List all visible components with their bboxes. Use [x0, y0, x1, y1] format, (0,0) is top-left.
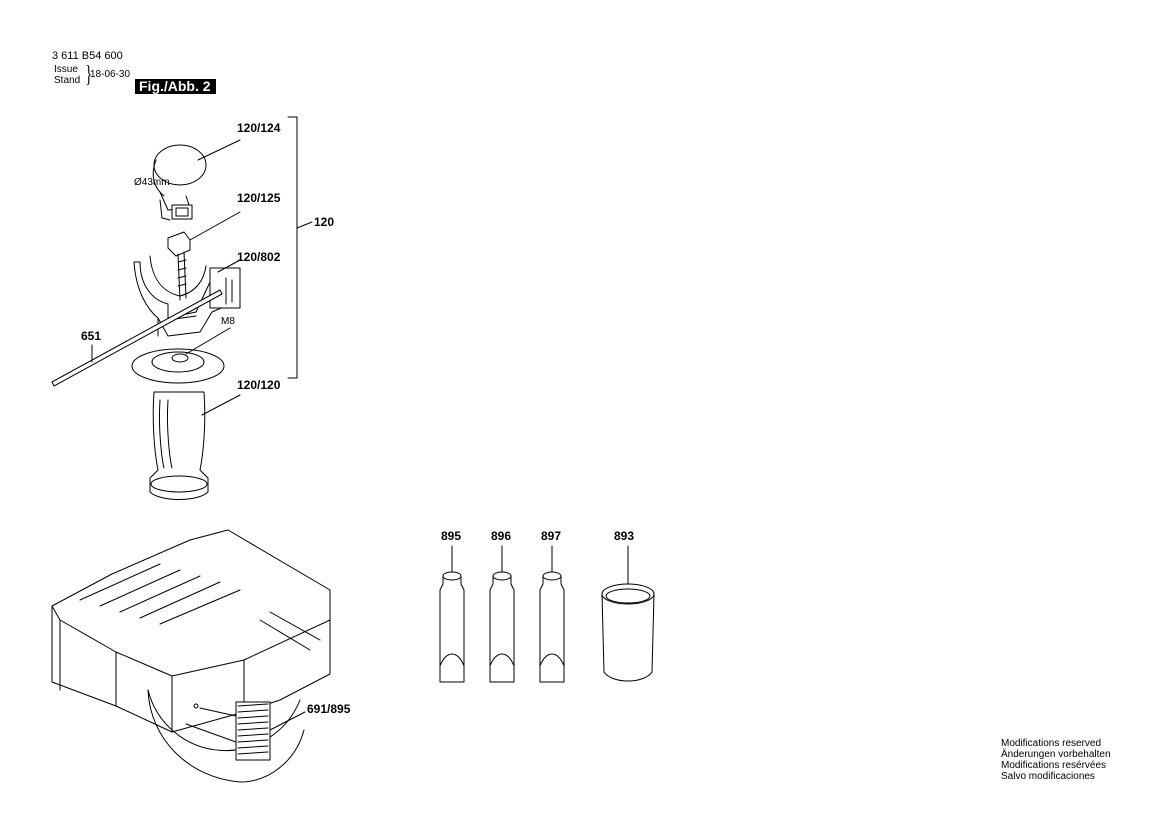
grip-part — [149, 391, 241, 500]
modifications-notice: Modifications reserved Änderungen vorbeh… — [1001, 738, 1111, 782]
depth-rod-part — [51, 289, 223, 387]
callout-896: 896 — [491, 529, 511, 543]
callout-120: 120 — [314, 215, 334, 229]
callout-m8: M8 — [221, 316, 235, 327]
notice-line-fr: Modifications resérvées — [1001, 760, 1107, 771]
callout-893: 893 — [614, 529, 634, 543]
figure-label: Fig./Abb. 2 — [135, 79, 216, 94]
issue-label: Issue — [54, 64, 78, 75]
grease-tube-897 — [539, 545, 565, 683]
part-number: 3 611 B54 600 — [52, 50, 123, 62]
collar-part — [152, 139, 241, 221]
notice-line-en: Modifications reserved — [1001, 738, 1102, 749]
container-893 — [601, 545, 655, 682]
brace-glyph: } — [85, 62, 93, 88]
callout-895: 895 — [441, 529, 461, 543]
callout-897: 897 — [541, 529, 561, 543]
handle-head-part — [133, 255, 241, 337]
notice-line-es: Salvo modificaciones — [1001, 771, 1095, 782]
issue-block: Issue Stand } 18-06-30 Fig./Abb. 2 — [52, 62, 252, 94]
grease-tube-896 — [489, 545, 515, 683]
callout-691-895: 691/895 — [307, 702, 351, 716]
callout-651: 651 — [81, 329, 101, 343]
assembly-bracket — [287, 116, 313, 379]
callout-120-124: 120/124 — [237, 121, 281, 135]
clamp-screw-part — [167, 211, 241, 301]
callout-120-125: 120/125 — [237, 191, 281, 205]
callout-120-120: 120/120 — [237, 378, 281, 392]
stand-label: Stand — [54, 75, 81, 86]
carrying-case — [51, 529, 331, 783]
callout-120-802: 120/802 — [237, 250, 281, 264]
issue-date: 18-06-30 — [90, 69, 131, 80]
support-plate-part — [131, 327, 231, 384]
diameter-label: Ø43mm — [134, 177, 170, 188]
notice-line-de: Änderungen vorbehalten — [1001, 749, 1111, 760]
grease-tube-895 — [439, 545, 465, 683]
